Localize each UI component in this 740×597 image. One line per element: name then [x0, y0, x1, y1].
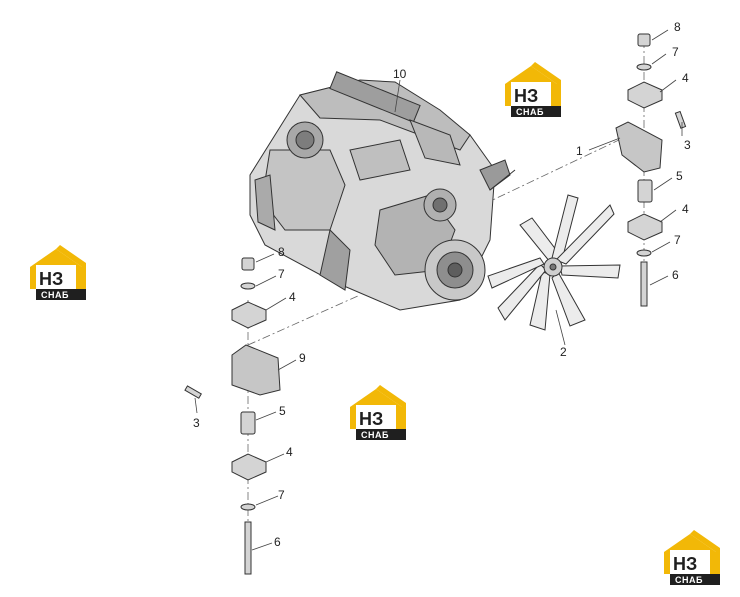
leader-lines [194, 29, 683, 551]
callout-5-right: 5 [676, 169, 683, 183]
right-mount-parts [615, 33, 687, 307]
callout-6-right: 6 [672, 268, 679, 282]
watermark-logo-4: НЗ СНАБ [664, 530, 720, 585]
watermark-logo-2: НЗ СНАБ [30, 245, 86, 300]
svg-text:СНАБ: СНАБ [516, 107, 544, 117]
callout-7-left-bottom: 7 [278, 488, 285, 502]
callout-9: 9 [299, 351, 306, 365]
callout-2: 2 [560, 345, 567, 359]
engine-drawing [249, 71, 516, 311]
fan-drawing [487, 194, 621, 331]
callout-5-left: 5 [279, 404, 286, 418]
svg-text:НЗ: НЗ [359, 409, 383, 429]
left-mount-parts [184, 257, 281, 575]
svg-text:НЗ: НЗ [514, 86, 538, 106]
callout-1: 1 [576, 144, 583, 158]
callout-10: 10 [393, 67, 407, 81]
callout-7-left-top: 7 [278, 267, 285, 281]
svg-text:СНАБ: СНАБ [675, 575, 703, 585]
watermark-logo-3: НЗ СНАБ [350, 385, 406, 440]
svg-text:НЗ: НЗ [39, 269, 63, 289]
svg-text:НЗ: НЗ [673, 554, 697, 574]
callout-labels: 10 8 7 4 1 3 5 4 7 6 2 8 7 4 9 3 5 4 7 6 [193, 20, 691, 549]
callout-4-left-bottom: 4 [286, 445, 293, 459]
callout-3-left: 3 [193, 416, 200, 430]
callout-4-right-bottom: 4 [682, 202, 689, 216]
callout-7-right-top: 7 [672, 45, 679, 59]
svg-text:СНАБ: СНАБ [361, 430, 389, 440]
callout-4-right-top: 4 [682, 71, 689, 85]
callout-6-left: 6 [274, 535, 281, 549]
watermark-logo-1: НЗ СНАБ [505, 62, 561, 117]
callout-8-left: 8 [278, 245, 285, 259]
callout-3-right: 3 [684, 138, 691, 152]
callout-4-left-top: 4 [289, 290, 296, 304]
callout-7-right-bottom: 7 [674, 233, 681, 247]
callout-8-right: 8 [674, 20, 681, 34]
svg-text:СНАБ: СНАБ [41, 290, 69, 300]
